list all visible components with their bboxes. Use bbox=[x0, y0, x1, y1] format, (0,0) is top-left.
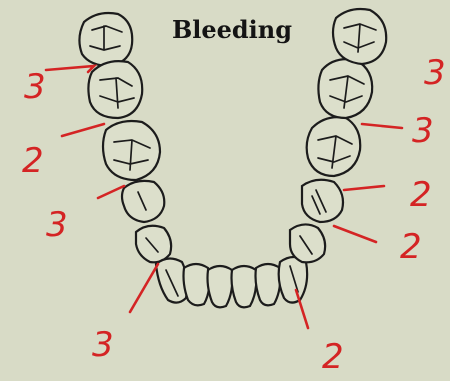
score-left-3: 3 bbox=[46, 205, 68, 245]
score-right-4: 2 bbox=[400, 227, 422, 267]
pointer-right-4 bbox=[334, 226, 376, 242]
chart-title: Bleeding bbox=[172, 15, 292, 44]
tooth-right-central-incisor bbox=[232, 266, 257, 307]
pointer-left-2 bbox=[62, 124, 104, 136]
tooth-left-central-incisor bbox=[208, 266, 233, 307]
tooth-left-second-molar bbox=[79, 13, 132, 66]
pointer-right-2 bbox=[362, 124, 402, 128]
score-left-2: 2 bbox=[22, 141, 44, 181]
score-right-2: 3 bbox=[412, 111, 434, 151]
tooth-right-lateral-incisor bbox=[279, 257, 307, 303]
score-right-1: 3 bbox=[424, 53, 446, 93]
score-right-5: 2 bbox=[322, 337, 344, 377]
tooth-right-second-premolar bbox=[307, 117, 361, 176]
tooth-left-front-incisor-a bbox=[184, 264, 210, 305]
score-left-1: 3 bbox=[24, 67, 46, 107]
tooth-right-front-incisor-a bbox=[256, 264, 281, 305]
tooth-right-canine bbox=[290, 224, 325, 262]
tooth-left-first-molar bbox=[88, 61, 142, 118]
pointer-left-4 bbox=[130, 264, 158, 312]
score-left-4: 3 bbox=[92, 325, 114, 365]
pointer-left-1 bbox=[46, 66, 94, 72]
pointer-left-3 bbox=[98, 186, 124, 198]
tooth-left-first-premolar bbox=[122, 181, 164, 222]
tooth-right-first-premolar bbox=[302, 180, 343, 222]
tooth-right-first-molar bbox=[318, 59, 372, 118]
tooth-left-canine bbox=[136, 226, 171, 263]
tooth-right-second-molar bbox=[333, 9, 386, 64]
tooth-left-second-premolar bbox=[103, 121, 160, 180]
score-right-3: 2 bbox=[410, 175, 432, 215]
pointer-right-3 bbox=[344, 186, 384, 190]
